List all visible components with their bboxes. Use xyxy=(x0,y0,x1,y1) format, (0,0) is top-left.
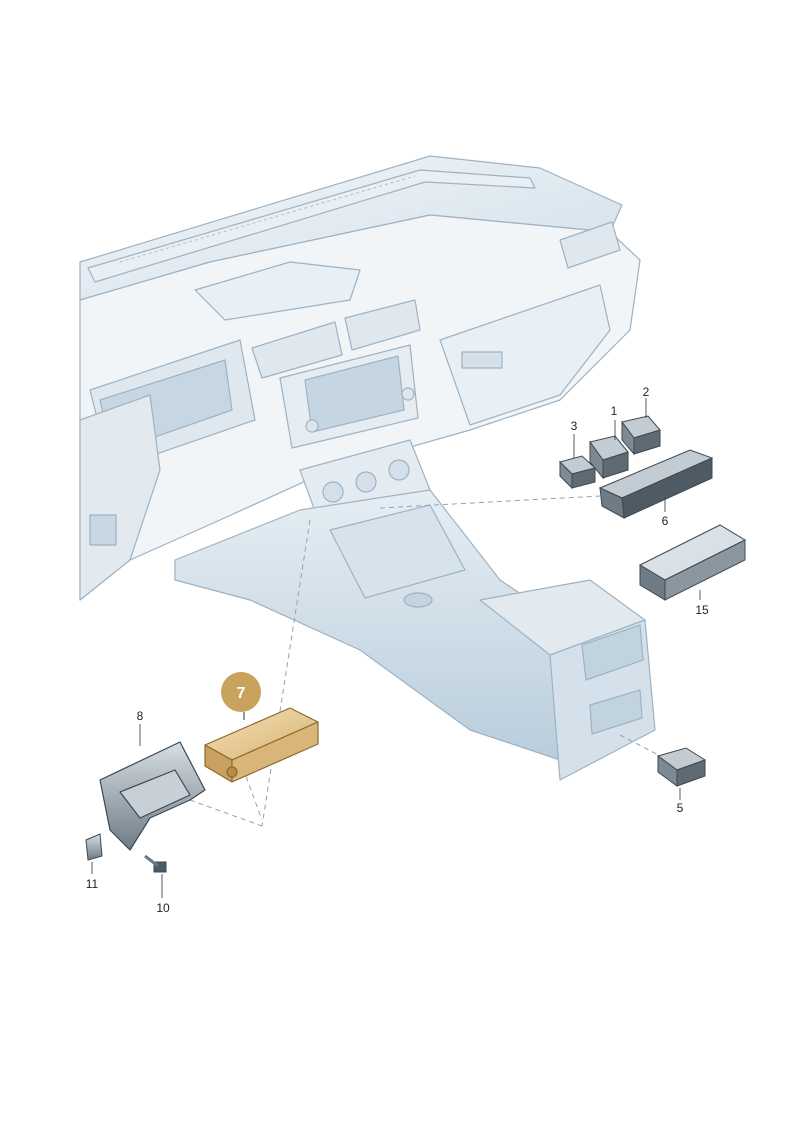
center-vent-right xyxy=(344,299,421,351)
cup-holder xyxy=(403,592,433,608)
callout-6: 6 xyxy=(662,514,669,528)
callout-11: 11 xyxy=(86,877,99,891)
console-tray xyxy=(329,504,466,599)
callout-1: 1 xyxy=(611,404,618,418)
callout-7: 7 xyxy=(237,685,246,702)
dashboard-upper-recess xyxy=(194,261,361,321)
infotainment-knob-right xyxy=(401,387,415,401)
climate-knob-1 xyxy=(322,481,344,503)
window-switch-left xyxy=(89,514,117,546)
callout-3: 3 xyxy=(571,419,578,433)
glovebox xyxy=(439,284,611,426)
infotainment-screen xyxy=(304,355,405,433)
climate-knob-2 xyxy=(355,471,377,493)
part-3-switch[interactable] xyxy=(559,455,597,490)
part-7-module[interactable] xyxy=(204,707,319,783)
glovebox-handle xyxy=(461,351,503,369)
infotainment-knob-left xyxy=(305,419,319,433)
callout-5: 5 xyxy=(677,801,684,815)
defrost-vent xyxy=(87,169,536,283)
part-7-badge[interactable] xyxy=(221,672,261,712)
left-door-panel xyxy=(79,394,161,601)
callout-10: 10 xyxy=(156,901,170,915)
center-vent-left xyxy=(251,321,343,379)
part-1-switch[interactable] xyxy=(589,435,629,480)
passenger-vent xyxy=(559,221,621,269)
rear-usb-panel xyxy=(589,689,643,735)
rear-vents xyxy=(581,624,644,681)
climate-knob-3 xyxy=(388,459,410,481)
callout-8: 8 xyxy=(137,709,144,723)
callout-leaders xyxy=(91,398,701,898)
part-5-usb-socket[interactable] xyxy=(656,747,707,787)
part-11-clip[interactable] xyxy=(85,833,103,861)
callout-2: 2 xyxy=(643,385,650,399)
part-15-control-unit[interactable] xyxy=(638,524,747,601)
part-6-switch-panel[interactable] xyxy=(598,449,714,519)
part-8-bracket[interactable] xyxy=(99,741,206,851)
dashboard xyxy=(79,155,641,601)
part-2-switch[interactable] xyxy=(621,415,661,456)
part-10-screw[interactable] xyxy=(144,854,167,873)
callout-15: 15 xyxy=(695,603,709,617)
